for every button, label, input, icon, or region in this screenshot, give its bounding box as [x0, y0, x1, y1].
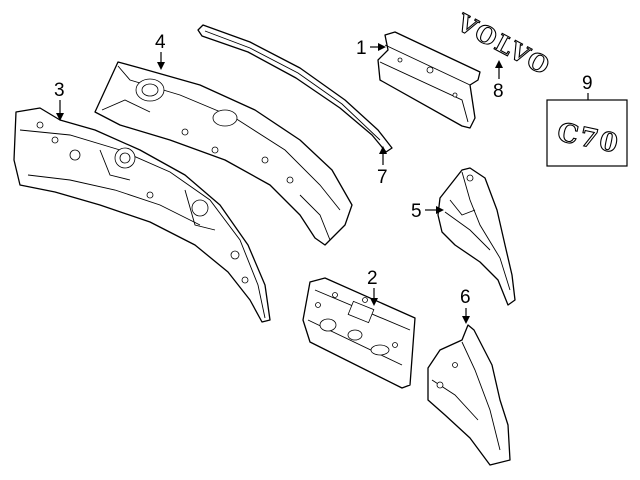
svg-text:1: 1	[356, 38, 367, 59]
part-1-bracket[interactable]	[377, 31, 481, 129]
callout-7: 7	[377, 146, 388, 188]
part-3-rear-body-panel[interactable]	[13, 107, 271, 323]
part-7-seal-strip[interactable]	[197, 24, 393, 153]
callout-4: 4	[155, 32, 166, 70]
part-2-lower-panel[interactable]	[302, 277, 416, 389]
part-6-lower-side-panel[interactable]	[427, 324, 511, 466]
svg-text:2: 2	[367, 268, 378, 289]
svg-text:7: 7	[377, 167, 388, 188]
callout-6: 6	[460, 287, 471, 324]
callout-8: 8	[493, 60, 504, 102]
svg-text:4: 4	[155, 32, 166, 53]
callout-2: 2	[367, 268, 378, 306]
callout-1: 1	[356, 38, 386, 59]
callout-5: 5	[411, 201, 444, 222]
svg-text:3: 3	[54, 80, 65, 101]
callout-3: 3	[54, 80, 65, 121]
part-9-c70-emblem[interactable]: C70	[546, 99, 628, 167]
callout-9: 9	[582, 73, 593, 100]
part-5-side-panel[interactable]	[437, 167, 516, 306]
svg-text:5: 5	[411, 201, 422, 222]
emblem-box	[546, 99, 628, 167]
part-4-upper-panel[interactable]	[94, 61, 353, 246]
svg-text:8: 8	[493, 81, 504, 102]
svg-text:9: 9	[582, 73, 593, 94]
svg-text:6: 6	[460, 287, 471, 308]
